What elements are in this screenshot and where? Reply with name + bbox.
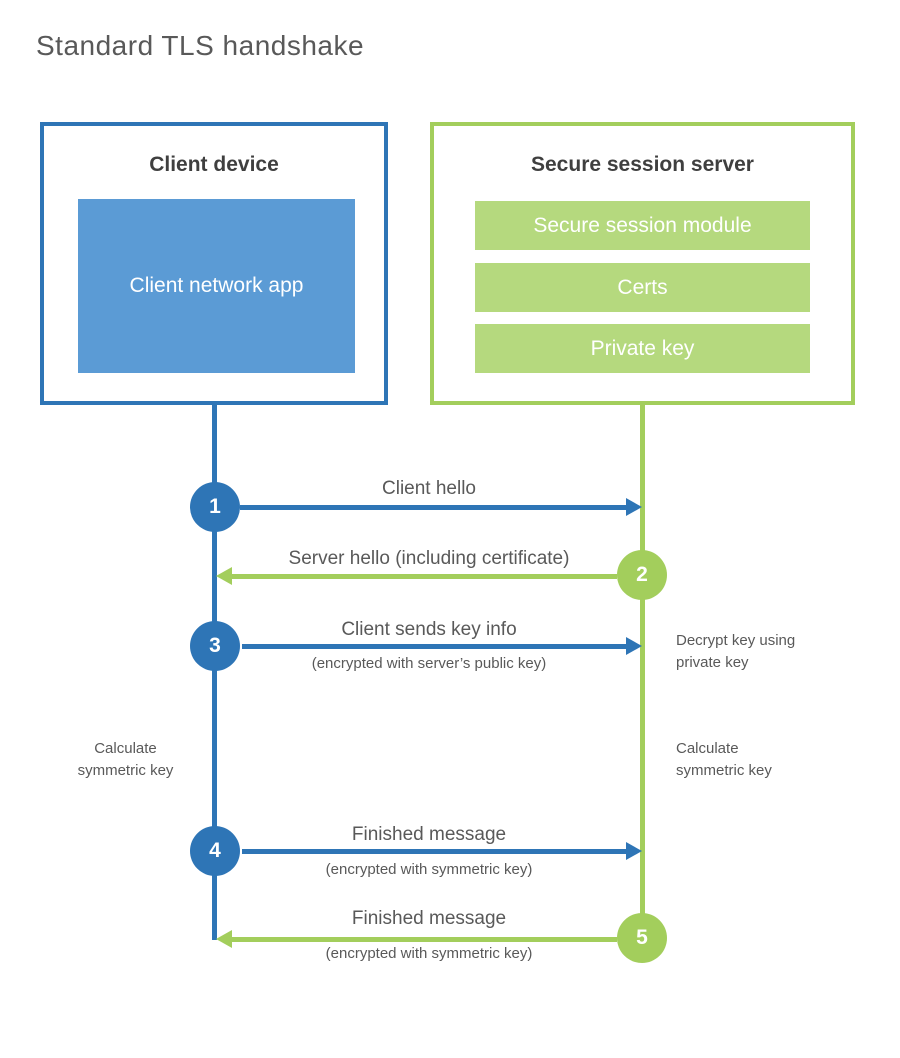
note-calculate-symmetric-key-client: Calculate symmetric key bbox=[77, 740, 174, 779]
step-badge-5: 5 bbox=[617, 913, 667, 963]
page-title: Standard TLS handshake bbox=[36, 30, 365, 61]
arrow-client-hello bbox=[240, 498, 642, 516]
server-certs-label: Certs bbox=[617, 275, 668, 299]
secure-session-server-title: Secure session server bbox=[531, 153, 754, 176]
arrow-shaft bbox=[242, 849, 629, 854]
message-label-client-hello: Client hello bbox=[382, 478, 476, 499]
step-badge-2: 2 bbox=[617, 550, 667, 600]
client-device-box: Client device Client network app bbox=[40, 122, 388, 405]
server-private-key-label: Private key bbox=[590, 336, 695, 360]
note-calculate-symmetric-key-server: Calculate symmetric key bbox=[676, 740, 772, 779]
server-module-bar: Secure session module bbox=[475, 201, 810, 250]
arrow-shaft bbox=[229, 574, 617, 579]
client-device-title: Client device bbox=[149, 153, 279, 176]
server-private-key-bar: Private key bbox=[475, 324, 810, 373]
message-sublabel-key-info: (encrypted with server’s public key) bbox=[311, 655, 547, 672]
arrow-key-info bbox=[242, 637, 642, 655]
arrow-head-right-icon bbox=[626, 637, 642, 655]
message-sublabel-finished-client: (encrypted with symmetric key) bbox=[325, 861, 533, 878]
message-label-key-info: Client sends key info bbox=[341, 619, 517, 640]
step-badge-4: 4 bbox=[190, 826, 240, 876]
arrow-finished-client bbox=[242, 842, 642, 860]
step-badge-1: 1 bbox=[190, 482, 240, 532]
message-label-server-hello: Server hello (including certificate) bbox=[288, 548, 570, 569]
arrow-finished-server bbox=[216, 930, 617, 948]
server-module-label: Secure session module bbox=[533, 213, 752, 237]
arrow-shaft bbox=[229, 937, 617, 942]
secure-session-server-box: Secure session server Secure session mod… bbox=[430, 122, 855, 405]
server-lifeline bbox=[640, 405, 645, 938]
client-network-app-block: Client network app bbox=[78, 199, 355, 373]
arrow-head-left-icon bbox=[216, 930, 232, 948]
arrow-head-right-icon bbox=[626, 842, 642, 860]
client-lifeline bbox=[212, 405, 217, 940]
arrow-head-left-icon bbox=[216, 567, 232, 585]
message-label-finished-server: Finished message bbox=[351, 908, 507, 929]
server-certs-bar: Certs bbox=[475, 263, 810, 312]
arrow-server-hello bbox=[216, 567, 617, 585]
note-decrypt-key: Decrypt key using private key bbox=[676, 632, 796, 671]
client-network-app-label: Client network app bbox=[129, 273, 304, 297]
step-badge-3: 3 bbox=[190, 621, 240, 671]
message-sublabel-finished-server: (encrypted with symmetric key) bbox=[325, 945, 533, 962]
message-label-finished-client: Finished message bbox=[351, 824, 507, 845]
arrow-shaft bbox=[240, 505, 629, 510]
arrow-head-right-icon bbox=[626, 498, 642, 516]
arrow-shaft bbox=[242, 644, 629, 649]
